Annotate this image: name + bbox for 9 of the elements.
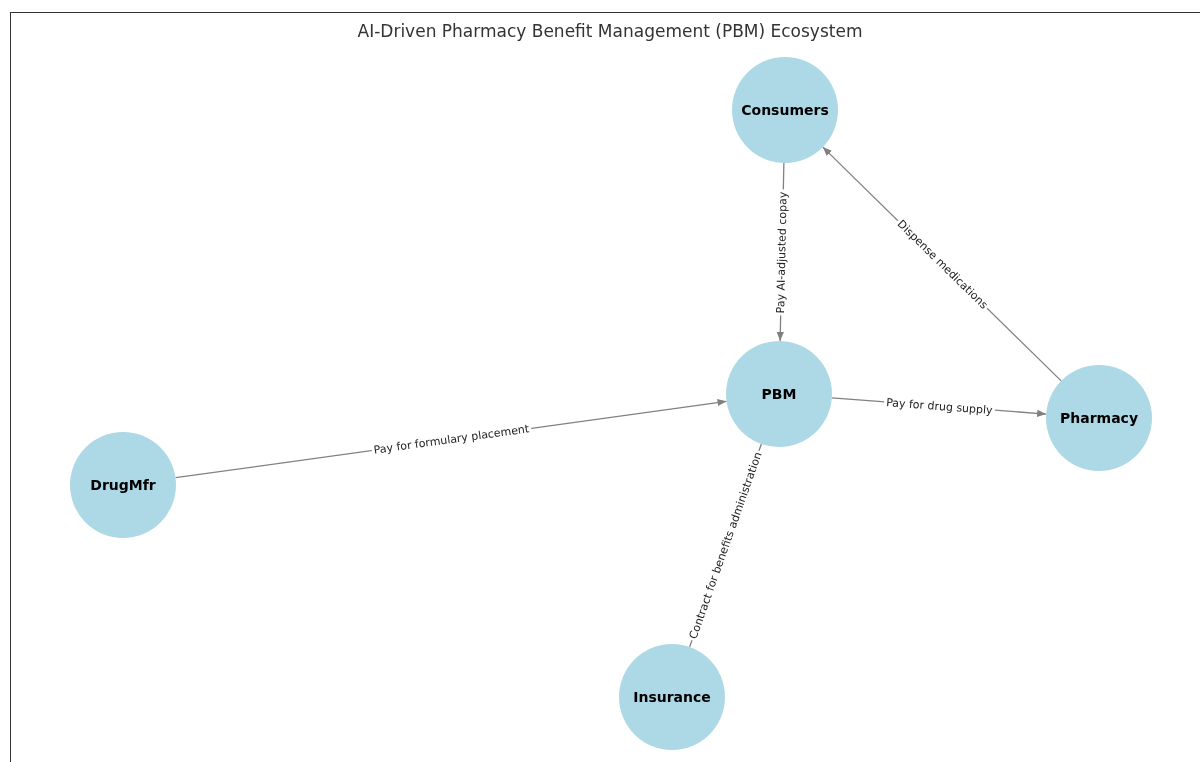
node-label: DrugMfr <box>90 477 156 493</box>
diagram-title: AI-Driven Pharmacy Benefit Management (PBM) Ecosystem <box>356 21 864 41</box>
edge-label: Pay AI-adjusted copay <box>774 189 790 315</box>
edge-label: Pay for formulary placement <box>370 422 532 457</box>
node-label: Pharmacy <box>1059 410 1138 426</box>
node-label: Insurance <box>633 689 711 705</box>
edge-label: Pay for drug supply <box>883 395 995 417</box>
node-label: Consumers <box>741 102 829 118</box>
node-label: PBM <box>761 386 797 402</box>
